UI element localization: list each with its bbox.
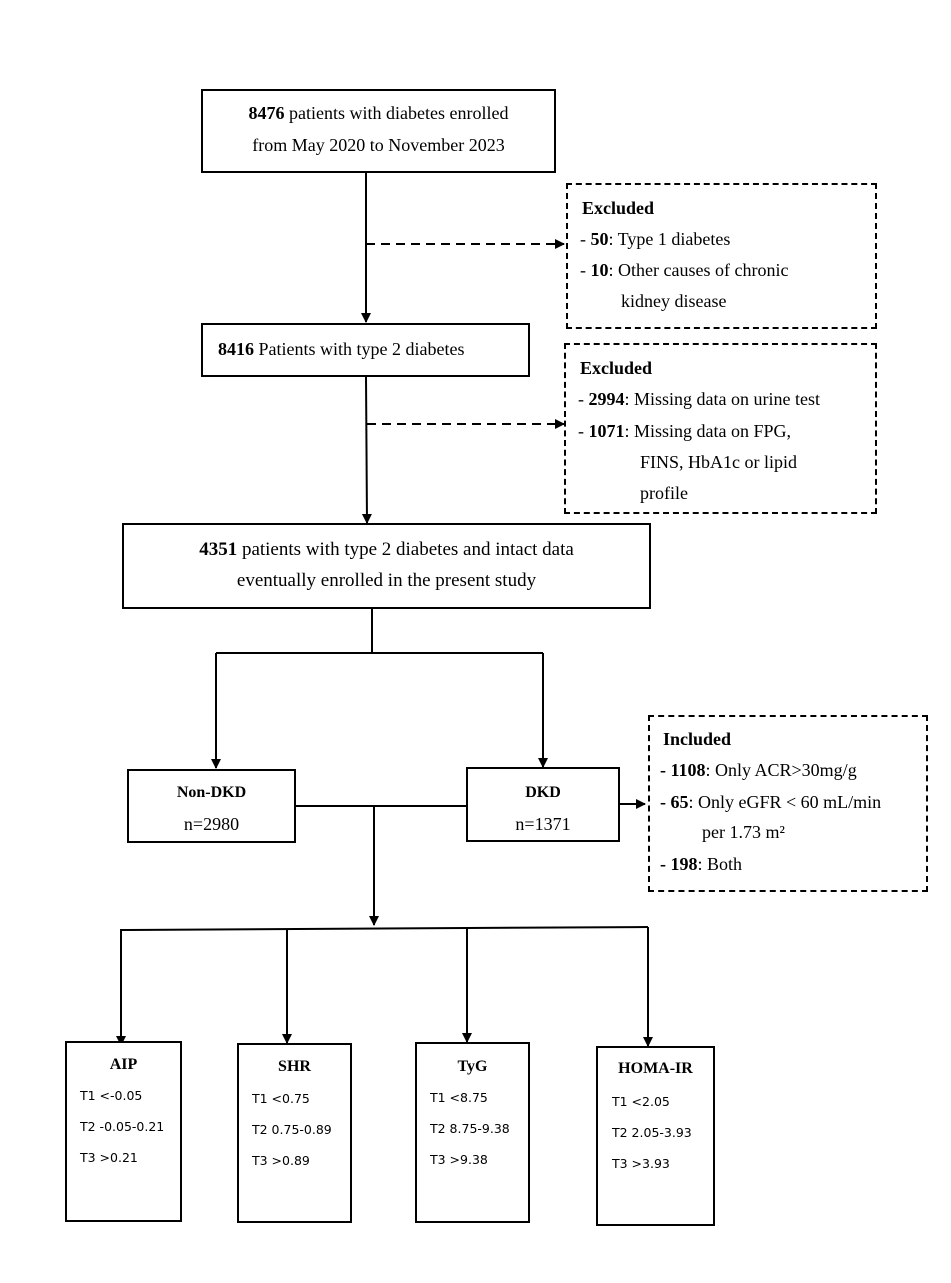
study-line-1: 4351 patients with type 2 diabetes and i… — [199, 539, 574, 560]
homa-ir-t1: T1 <2.05 — [612, 1094, 670, 1109]
study-count: 4351 — [199, 539, 238, 560]
excluded-1-item-2: - 10: Other causes of chronic — [580, 260, 789, 280]
enrolled-box — [201, 89, 556, 173]
tyg-box — [415, 1042, 530, 1223]
excluded-box-2 — [564, 343, 877, 514]
aip-box — [65, 1041, 182, 1222]
dkd-n: n=1371 — [515, 814, 571, 834]
homa-ir-box — [596, 1046, 715, 1226]
shr-t3: T3 >0.89 — [252, 1153, 310, 1168]
tyg-t1: T1 <8.75 — [430, 1090, 488, 1105]
aip-t3: T3 >0.21 — [80, 1150, 138, 1165]
excluded-2-heading: Excluded — [580, 358, 653, 378]
enrolled-line-2: from May 2020 to November 2023 — [252, 135, 505, 155]
homa-ir-title: HOMA-IR — [618, 1060, 693, 1077]
nondkd-label: Non-DKD — [176, 784, 247, 801]
enrolled-count: 8476 — [248, 103, 285, 123]
excluded-2-item-1: - 2994: Missing data on urine test — [578, 389, 820, 409]
shr-title: SHR — [278, 1058, 311, 1075]
aip-title: AIP — [109, 1056, 138, 1073]
included-heading: Included — [663, 729, 732, 749]
aip-t1: T1 <-0.05 — [80, 1088, 143, 1103]
shr-box — [237, 1043, 352, 1223]
included-item-2: - 65: Only eGFR < 60 mL/min — [660, 792, 882, 812]
included-item-1: - 1108: Only ACR>30mg/g — [660, 760, 857, 780]
study-box — [122, 523, 651, 609]
dkd-box — [466, 767, 620, 842]
nondkd-n: n=2980 — [183, 814, 240, 834]
homa-ir-t2: T2 2.05-3.93 — [612, 1125, 692, 1140]
excluded-2-item-2-cont-2: profile — [640, 483, 688, 503]
excluded-box-1 — [566, 183, 877, 329]
arrow-t2d-to-study — [361, 376, 372, 524]
enrolled-line-1: 8476 patients with diabetes enrolled — [201, 104, 556, 122]
study-line-2: eventually enrolled in the present study — [236, 570, 537, 591]
line-index-bar — [119, 926, 649, 931]
tyg-t2: T2 8.75-9.38 — [430, 1121, 510, 1136]
dkd-label: DKD — [525, 784, 561, 801]
aip-t2: T2 -0.05-0.21 — [80, 1119, 165, 1134]
tyg-title: TyG — [457, 1058, 488, 1075]
t2d-text: 8416 Patients with type 2 diabetes — [218, 339, 465, 359]
excluded-1-item-1: - 50: Type 1 diabetes — [580, 229, 731, 249]
included-item-2-cont: per 1.73 m² — [702, 822, 785, 842]
excluded-1-item-2-cont: kidney disease — [621, 291, 727, 311]
homa-ir-t3: T3 >3.93 — [612, 1156, 670, 1171]
shr-t1: T1 <0.75 — [252, 1091, 310, 1106]
t2d-count: 8416 — [218, 339, 254, 359]
enrolled-text: patients with diabetes enrolled — [284, 103, 509, 123]
excluded-2-item-2: - 1071: Missing data on FPG, — [578, 421, 792, 441]
excluded-2-item-2-cont-1: FINS, HbA1c or lipid — [640, 452, 797, 472]
included-box — [648, 715, 928, 892]
tyg-t3: T3 >9.38 — [430, 1152, 488, 1167]
nondkd-box — [127, 769, 296, 843]
t2d-box — [201, 323, 530, 377]
excluded-1-heading: Excluded — [582, 198, 655, 218]
shr-t2: T2 0.75-0.89 — [252, 1122, 332, 1137]
included-item-3: - 198: Both — [660, 854, 743, 874]
